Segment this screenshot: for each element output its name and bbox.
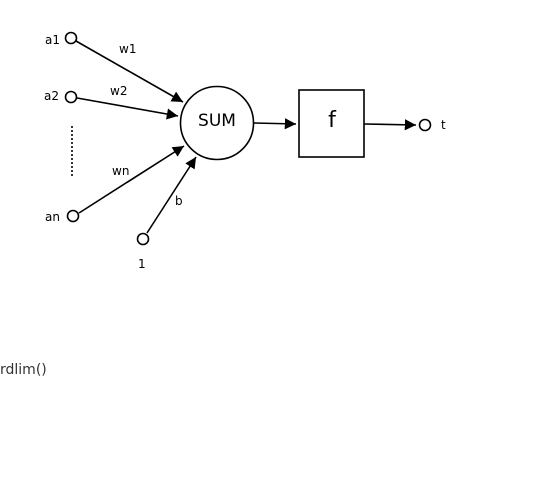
caption-text: rdlim(): [0, 362, 47, 378]
sum-label: SUM: [198, 111, 236, 131]
input-label-a2: a2: [44, 89, 59, 103]
weight-label-w2: w2: [110, 84, 127, 98]
input-node-an: [66, 209, 80, 223]
edge-bias-sum: [146, 156, 197, 234]
input-node-a2: [64, 90, 78, 104]
edge-f-output: [363, 119, 417, 131]
edge-sum-f: [253, 118, 297, 130]
bias-input-node: [136, 232, 150, 246]
edge-an-sum: [78, 145, 185, 214]
input-label-an: an: [45, 210, 60, 224]
input-node-a1: [64, 31, 78, 45]
sum-node: [179, 85, 255, 161]
transfer-function-label: f: [328, 108, 337, 133]
output-node: [418, 118, 432, 132]
weight-label-w1: w1: [119, 42, 136, 56]
weight-label-wn: wn: [112, 164, 129, 178]
edge-a2-sum: [76, 97, 179, 120]
input-label-a1: a1: [45, 33, 60, 47]
transfer-function-box: [298, 89, 365, 158]
weight-label-b: b: [175, 194, 183, 208]
edge-a1-sum: [75, 40, 184, 103]
bias-input-label: 1: [138, 257, 146, 271]
output-label: t: [441, 118, 446, 132]
